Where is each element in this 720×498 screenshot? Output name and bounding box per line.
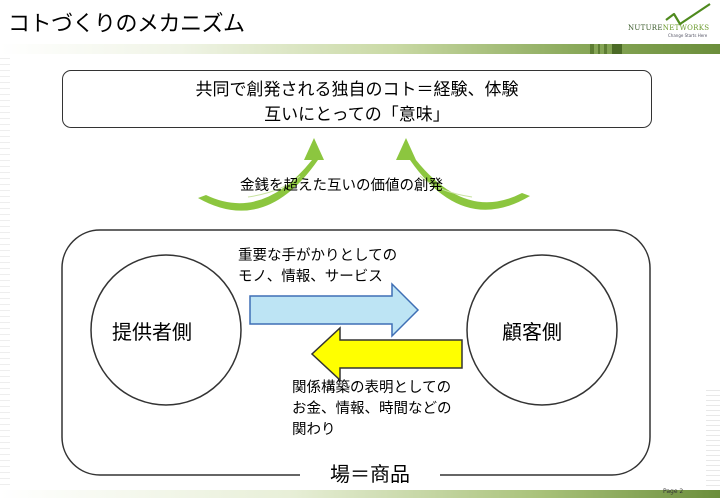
right-arrow-label-line2: モノ、情報、サービス xyxy=(238,269,383,285)
logo-text: NUTURENETWORKS xyxy=(628,24,709,32)
value-box-line2: 互いにとっての「意味」 xyxy=(264,105,450,125)
logo-text-a: NUTURE xyxy=(628,24,663,32)
green-curve-right-echo xyxy=(419,175,473,198)
header-bar xyxy=(0,44,720,54)
left-arrow-label-line3: 関わり xyxy=(292,422,336,438)
value-box-line1: 共同で創発される独自のコト＝経験、体験 xyxy=(195,80,519,100)
right-edge-texture xyxy=(706,390,720,490)
header-bar-ticks xyxy=(590,44,622,54)
left-edge-texture xyxy=(0,58,10,488)
logo-tagline: Change Starts Here xyxy=(668,33,708,38)
logo-check-mark xyxy=(665,3,711,26)
right-arrow xyxy=(249,282,420,338)
provider-circle xyxy=(90,254,242,406)
market-label: 場＝商品 xyxy=(300,458,440,486)
provider-label: 提供者側 xyxy=(112,320,192,344)
value-box: 共同で創発される独自のコト＝経験、体験 互いにとっての「意味」 xyxy=(62,70,652,128)
logo-text-b: NETWORKS xyxy=(662,24,710,32)
page-number: Page 2 xyxy=(663,488,684,495)
left-arrow-label-line1: 関係構築の表明としての xyxy=(292,380,452,396)
green-curve-left-echo xyxy=(247,175,301,198)
right-arrow-label: 重要な手がかりとしての モノ、情報、サービス xyxy=(238,246,397,288)
green-curve-right xyxy=(410,160,530,210)
footer-bar xyxy=(0,490,720,498)
left-arrow-label-line2: お金、情報、時間などの xyxy=(292,401,452,417)
customer-label: 顧客側 xyxy=(502,320,562,344)
value-emergence-label: 金銭を超えた互いの価値の創発 xyxy=(240,178,443,194)
company-logo xyxy=(665,3,711,26)
green-arrowhead-right xyxy=(396,138,416,160)
customer-circle xyxy=(466,254,618,406)
green-curve-left xyxy=(198,160,318,211)
right-arrow-label-line1: 重要な手がかりとしての xyxy=(238,248,398,264)
page-title: コトづくりのメカニズム xyxy=(8,12,245,37)
green-arrowhead-left xyxy=(304,138,324,160)
left-arrow xyxy=(310,326,463,382)
left-arrow-label: 関係構築の表明としての お金、情報、時間などの 関わり xyxy=(292,378,452,441)
